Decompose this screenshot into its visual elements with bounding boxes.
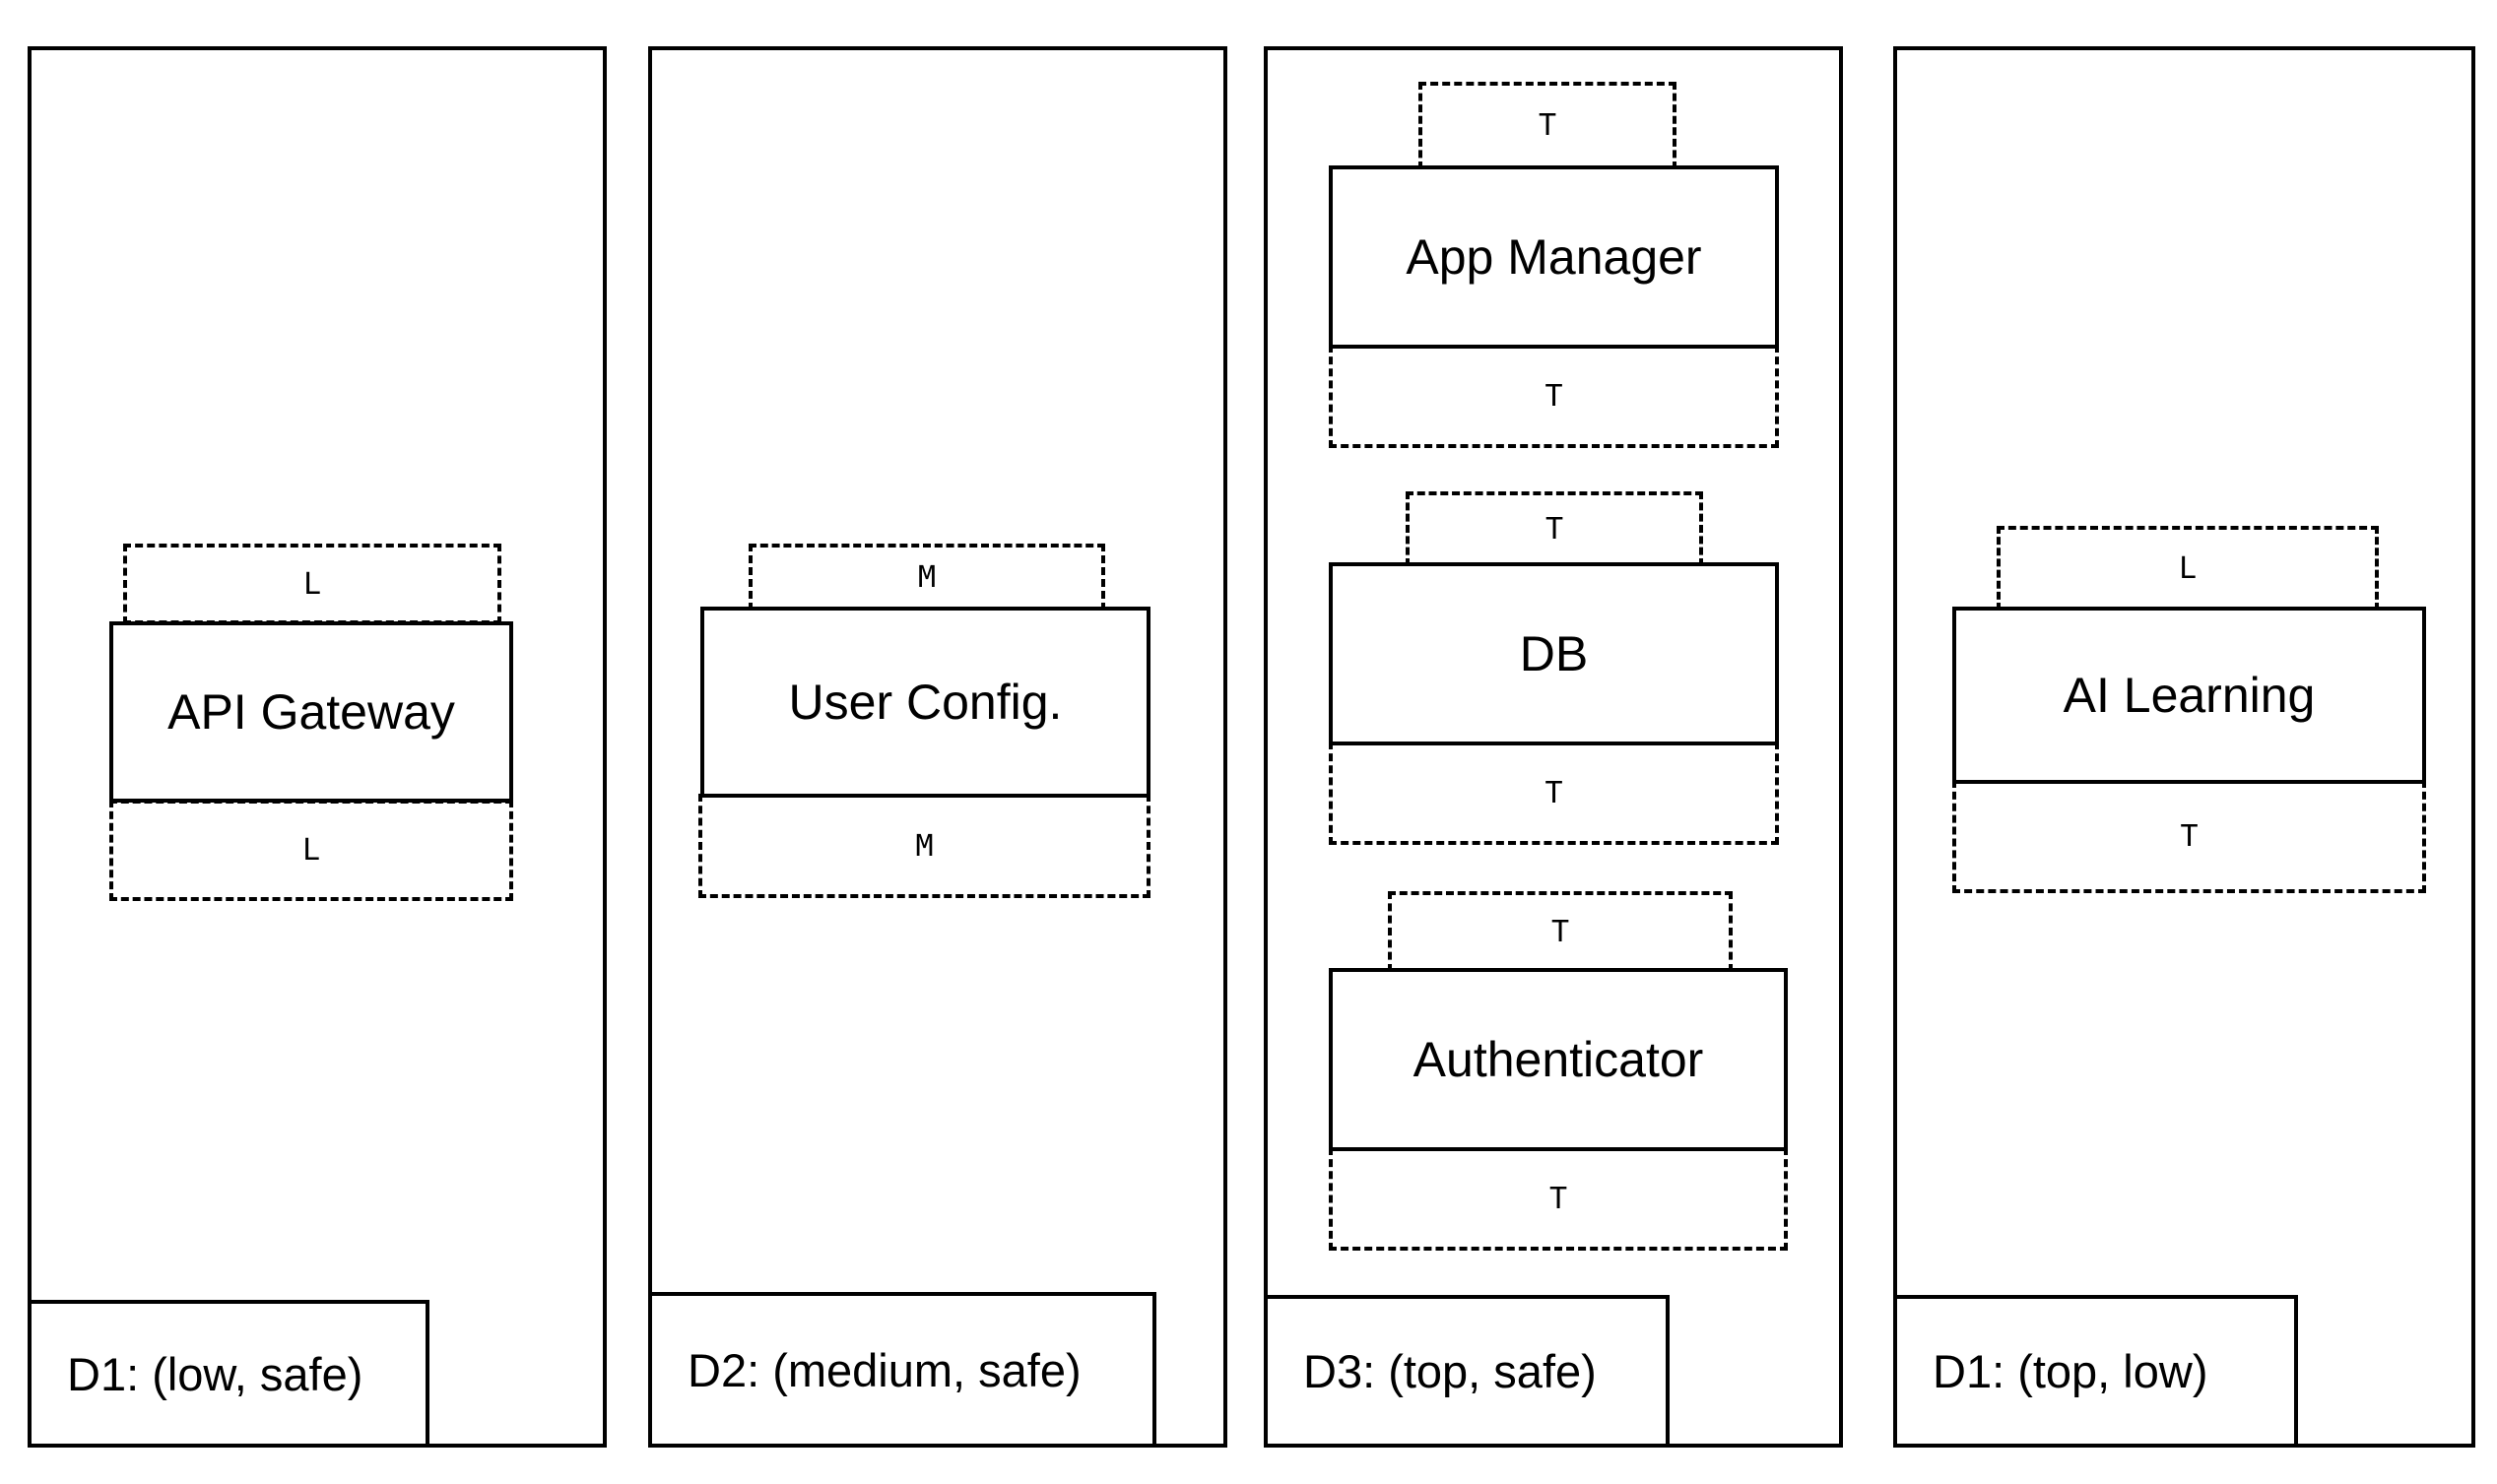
component-db: DB xyxy=(1329,562,1779,745)
component-app-manager: App Manager xyxy=(1329,165,1779,349)
tag-top: L xyxy=(123,544,501,624)
tag-top: L xyxy=(1997,526,2379,611)
tag-top: T xyxy=(1418,82,1676,169)
domain-label: D3: (top, safe) xyxy=(1264,1295,1670,1448)
tag-bottom: T xyxy=(1329,1147,1788,1251)
tag-bottom: L xyxy=(109,800,513,901)
component-ai-learning: AI Learning xyxy=(1952,607,2426,784)
component-api-gateway: API Gateway xyxy=(109,621,513,803)
tag-bottom: T xyxy=(1329,345,1779,448)
tag-bottom: T xyxy=(1329,742,1779,845)
component-user-config: User Config. xyxy=(700,607,1150,798)
tag-top: T xyxy=(1406,491,1703,566)
domain-label: D2: (medium, safe) xyxy=(648,1292,1156,1448)
tag-top: T xyxy=(1388,891,1733,972)
domain-label: D1: (top, low) xyxy=(1893,1295,2298,1448)
tag-bottom: M xyxy=(698,794,1150,898)
domain-label: D1: (low, safe) xyxy=(28,1300,429,1448)
component-authenticator: Authenticator xyxy=(1329,968,1788,1151)
tag-top: M xyxy=(749,544,1105,611)
tag-bottom: T xyxy=(1952,780,2426,893)
